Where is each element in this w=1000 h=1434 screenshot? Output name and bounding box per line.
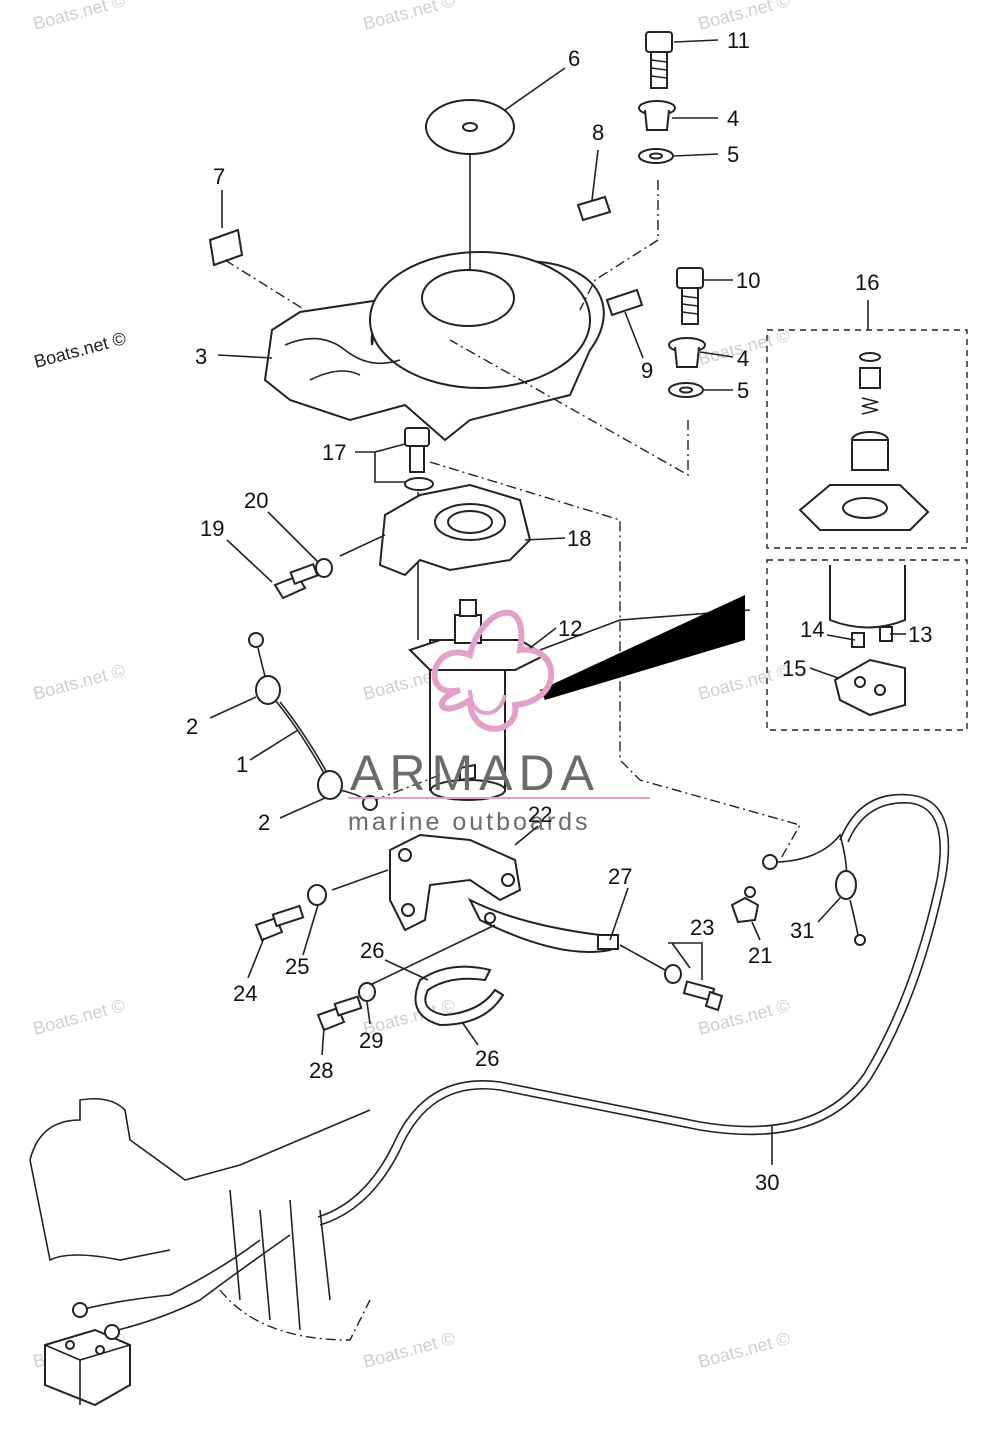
callout-26: 26	[360, 938, 384, 963]
washer-icon	[638, 148, 674, 164]
callout-12: 12	[558, 616, 582, 641]
callout-25: 25	[285, 954, 309, 979]
watermark-text: Boats.net ©	[361, 0, 457, 34]
bolt-icon	[316, 995, 363, 1032]
callout-23: 23	[690, 915, 714, 940]
watermark-text: Boats.net ©	[32, 328, 128, 372]
washer-icon	[664, 964, 682, 984]
callout-18: 18	[567, 526, 591, 551]
callout-20: 20	[244, 488, 268, 513]
callout-13: 13	[908, 622, 932, 647]
terminal-icon	[730, 886, 760, 924]
bolt-icon	[404, 427, 434, 491]
callout-labels: 1 2 2 3 4 4 5 5 6 7 8 9 10 11 12 13 14 1…	[186, 28, 932, 1195]
callout-28: 28	[309, 1058, 333, 1083]
decal-9-icon	[605, 288, 644, 317]
logo-brand: ARMADA	[350, 745, 600, 801]
bolt-icon	[254, 904, 305, 942]
callout-24: 24	[233, 981, 257, 1006]
callout-5: 5	[737, 378, 749, 403]
battery-icon	[44, 1328, 131, 1407]
callout-27: 27	[608, 864, 632, 889]
washer-icon	[307, 884, 327, 906]
leader-lines	[209, 39, 906, 1165]
watermark-text: Boats.net ©	[31, 0, 127, 34]
callout-2: 2	[186, 714, 198, 739]
lead-wire-icon	[762, 833, 866, 946]
band-clamp-icon	[467, 897, 619, 953]
callout-26: 26	[475, 1046, 499, 1071]
callout-29: 29	[359, 1028, 383, 1053]
callout-10: 10	[736, 268, 760, 293]
callout-19: 19	[200, 516, 224, 541]
watermark-text: Boats.net ©	[696, 1328, 792, 1372]
washer-icon	[358, 982, 376, 1002]
washer-icon	[668, 382, 704, 398]
callout-4: 4	[737, 346, 749, 371]
callout-9: 9	[641, 358, 653, 383]
armada-logo: ARMADA marine outboards	[348, 609, 650, 836]
callout-14: 14	[800, 617, 824, 642]
collar-icon	[668, 337, 706, 368]
bracket-icon	[389, 833, 522, 932]
callout-7: 7	[213, 164, 225, 189]
band-clamp-icon	[414, 965, 505, 1027]
watermarks: Boats.net © Boats.net © Boats.net © Boat…	[31, 0, 792, 1372]
callout-5: 5	[727, 142, 739, 167]
bolt-icon	[676, 267, 704, 325]
callout-15: 15	[782, 656, 806, 681]
engine-outline-icon	[29, 1097, 371, 1341]
flywheel-cover-icon	[263, 99, 605, 442]
bolt-icon	[645, 31, 673, 89]
callout-8: 8	[592, 120, 604, 145]
callout-11: 11	[727, 28, 750, 53]
callout-21: 21	[748, 943, 772, 968]
inset-box-16	[766, 329, 968, 549]
callout-2: 2	[258, 810, 270, 835]
bolt-icon	[273, 562, 319, 600]
callout-1: 1	[236, 752, 248, 777]
watermark-text: Boats.net ©	[361, 1328, 457, 1372]
washer-icon	[315, 558, 333, 578]
callout-17: 17	[322, 440, 346, 465]
callout-30: 30	[755, 1170, 779, 1195]
inset-box-lower	[766, 559, 968, 731]
decal-7-icon	[208, 228, 244, 267]
callout-6: 6	[568, 46, 580, 71]
watermark-text: Boats.net ©	[696, 660, 792, 704]
wiring-harness-icon	[317, 793, 950, 1226]
decal-8-icon	[576, 195, 612, 222]
bracket-icon	[378, 483, 532, 577]
callout-3: 3	[195, 344, 207, 369]
watermark-text: Boats.net ©	[31, 995, 127, 1039]
pinion-gear-icon	[798, 352, 930, 531]
callout-31: 31	[790, 918, 814, 943]
collar-icon	[638, 100, 676, 131]
callout-22: 22	[528, 802, 552, 827]
wiring-harness-icon	[248, 632, 378, 811]
bolt-icon	[682, 980, 724, 1012]
logo-tagline: marine outboards	[348, 808, 591, 836]
callout-16: 16	[855, 270, 879, 295]
starter-motor-icon	[408, 599, 548, 801]
callout-4: 4	[727, 106, 739, 131]
watermark-text: Boats.net ©	[31, 660, 127, 704]
brush-holder-icon	[829, 565, 906, 717]
